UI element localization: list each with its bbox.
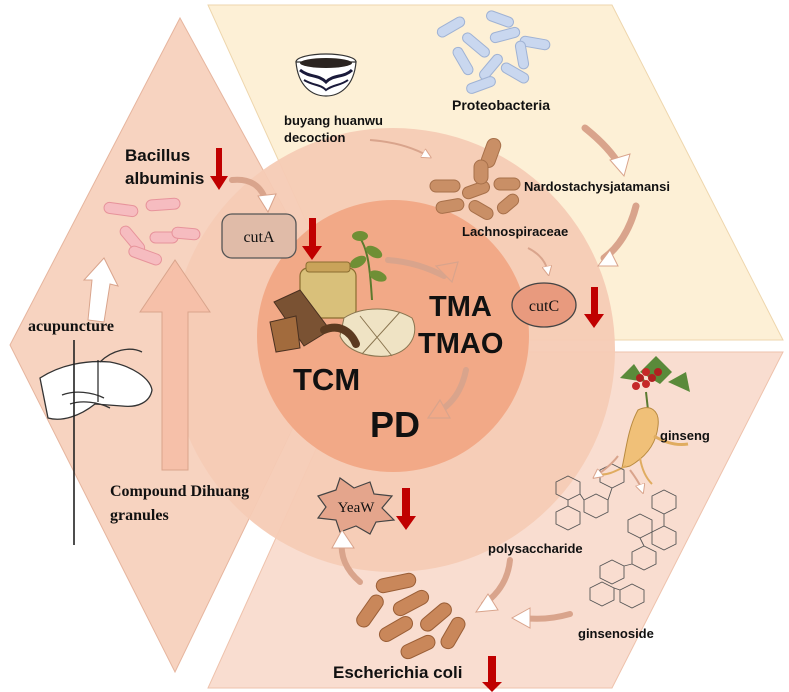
lachnospiraceae-cells-icon [429, 137, 521, 220]
tma-label: TMA [429, 291, 492, 323]
compound-label-line1: Compound Dihuang [110, 483, 249, 500]
cutc-ellipse [511, 282, 577, 328]
ginsenoside-label: ginsenoside [578, 626, 654, 641]
pd-label: PD [370, 404, 420, 445]
tcm-to-tma-arrow [385, 257, 447, 279]
tmao-label: TMAO [418, 328, 503, 360]
bacillus-down-arrow-icon [210, 148, 228, 190]
bacterium-label-line1: Bacillus [125, 146, 190, 165]
decoction-bowl-icon [295, 53, 357, 97]
yeaw-label: YeaW [338, 500, 376, 516]
yeaw-down-arrow-icon [396, 488, 416, 530]
decoction-label-line2: decoction [284, 130, 345, 145]
ecoli-cells-icon [356, 572, 466, 660]
ginseng-to-poly-arrow [596, 455, 619, 476]
ginsenoside-structure-icon [589, 489, 677, 609]
cutc-label: cutC [529, 298, 559, 315]
acupuncture-label: acupuncture [28, 318, 114, 335]
ecoli-label: Escherichia coli [333, 663, 462, 682]
acupuncture-up-arrow [82, 257, 119, 323]
tcm-herbs-icon [269, 231, 416, 357]
ginseng-to-ginsenoside-arrow [629, 469, 642, 490]
proteobacteria-cells-icon [436, 10, 551, 94]
bacillus-cells-icon [103, 197, 201, 266]
nardostachys-label: Nardostachysjatamansi [524, 179, 670, 194]
lachno-to-cutc-arrow [527, 247, 548, 272]
cuta-box [221, 213, 297, 259]
compound-up-arrow [139, 259, 211, 471]
yeaw-star [316, 477, 396, 535]
polysaccharide-label: polysaccharide [488, 541, 583, 556]
tcm-label: TCM [293, 362, 360, 397]
decoction-label-line1: buyang huanwu [284, 113, 383, 128]
decoction-to-lachno-arrow [369, 139, 428, 156]
ginseng-label: ginseng [660, 428, 710, 443]
cuta-down-arrow-icon [302, 218, 322, 260]
bacterium-label-line2: albuminis [125, 169, 204, 188]
acupuncture-hand-icon [39, 340, 153, 545]
compound-label-line2: granules [110, 507, 169, 524]
cutc-down-arrow-icon [584, 287, 604, 328]
ginseng-plant-icon [597, 356, 690, 485]
lachnospiraceae-label: Lachnospiraceae [462, 224, 568, 239]
cuta-label: cutA [243, 229, 275, 246]
proteobacteria-label: Proteobacteria [452, 97, 550, 113]
ecoli-down-arrow-icon [482, 656, 502, 692]
polysaccharide-structure-icon [555, 463, 625, 531]
